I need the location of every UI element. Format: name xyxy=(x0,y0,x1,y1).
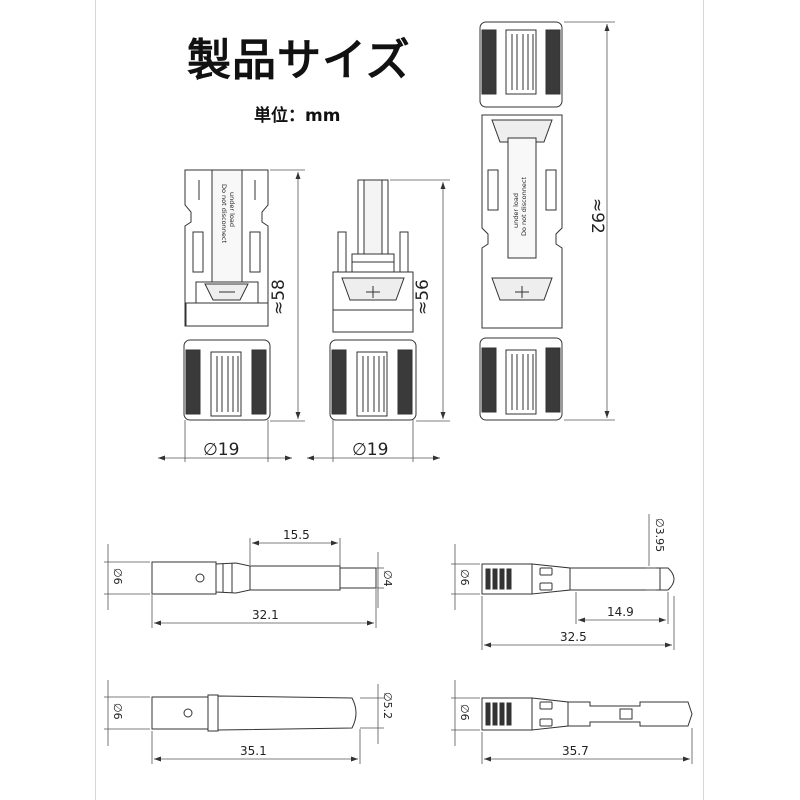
female-diameter-label: ∅19 xyxy=(203,440,239,460)
pin-4 xyxy=(481,697,693,731)
pin-2-tip-length: 14.9 xyxy=(607,605,634,619)
warning-text-line-1: Do not disconnect xyxy=(220,184,228,243)
male-diameter-label: ∅19 xyxy=(352,440,388,460)
pin-4-overall-length: 35.7 xyxy=(562,744,589,758)
pin-1 xyxy=(151,561,377,595)
warning-text-line-2b: under load xyxy=(512,193,520,228)
pin-3-tip-dia: ∅5.2 xyxy=(381,692,394,719)
pin-1-tip-dia: ∅4 xyxy=(381,570,394,587)
unit-label: 単位：mm xyxy=(254,106,341,126)
pin-2-tip-dia: ∅3.95 xyxy=(653,518,666,552)
male-dimension xyxy=(307,179,450,462)
pin-1-body-dia: ∅6 xyxy=(111,568,124,585)
assembled-length-label: ≈92 xyxy=(587,198,607,234)
pin-1-tip-length: 15.5 xyxy=(283,528,310,542)
male-length-label: ≈56 xyxy=(413,279,433,315)
female-dimension xyxy=(158,169,305,462)
female-length-label: ≈58 xyxy=(269,279,289,315)
pin-4-dimension xyxy=(451,680,693,764)
left-border-line xyxy=(95,0,96,800)
pin-2-overall-length: 32.5 xyxy=(560,630,587,644)
pin-3-overall-length: 35.1 xyxy=(240,744,267,758)
pin-2 xyxy=(481,563,675,595)
warning-text-line-2: under load xyxy=(228,192,236,227)
pin-3-body-dia: ∅6 xyxy=(111,703,124,720)
assembled-connector xyxy=(479,21,563,421)
female-connector xyxy=(183,169,271,421)
pin-2-dimension xyxy=(451,514,675,650)
assembled-warning-text: Do not disconnect under load xyxy=(512,177,528,236)
female-warning-text: Do not disconnect under load xyxy=(220,184,236,243)
pin-3 xyxy=(151,694,357,732)
assembled-dimension xyxy=(564,21,615,421)
pin-3-dimension xyxy=(104,680,384,764)
pin-2-body-dia: ∅6 xyxy=(458,569,471,586)
right-border-line xyxy=(703,0,704,800)
warning-text-line-1b: Do not disconnect xyxy=(520,177,528,236)
pin-4-body-dia: ∅6 xyxy=(458,704,471,721)
page-title: 製品サイズ xyxy=(187,35,411,86)
pin-1-overall-length: 32.1 xyxy=(252,608,279,622)
pin-1-dimension xyxy=(104,538,384,628)
male-connector xyxy=(329,179,417,421)
